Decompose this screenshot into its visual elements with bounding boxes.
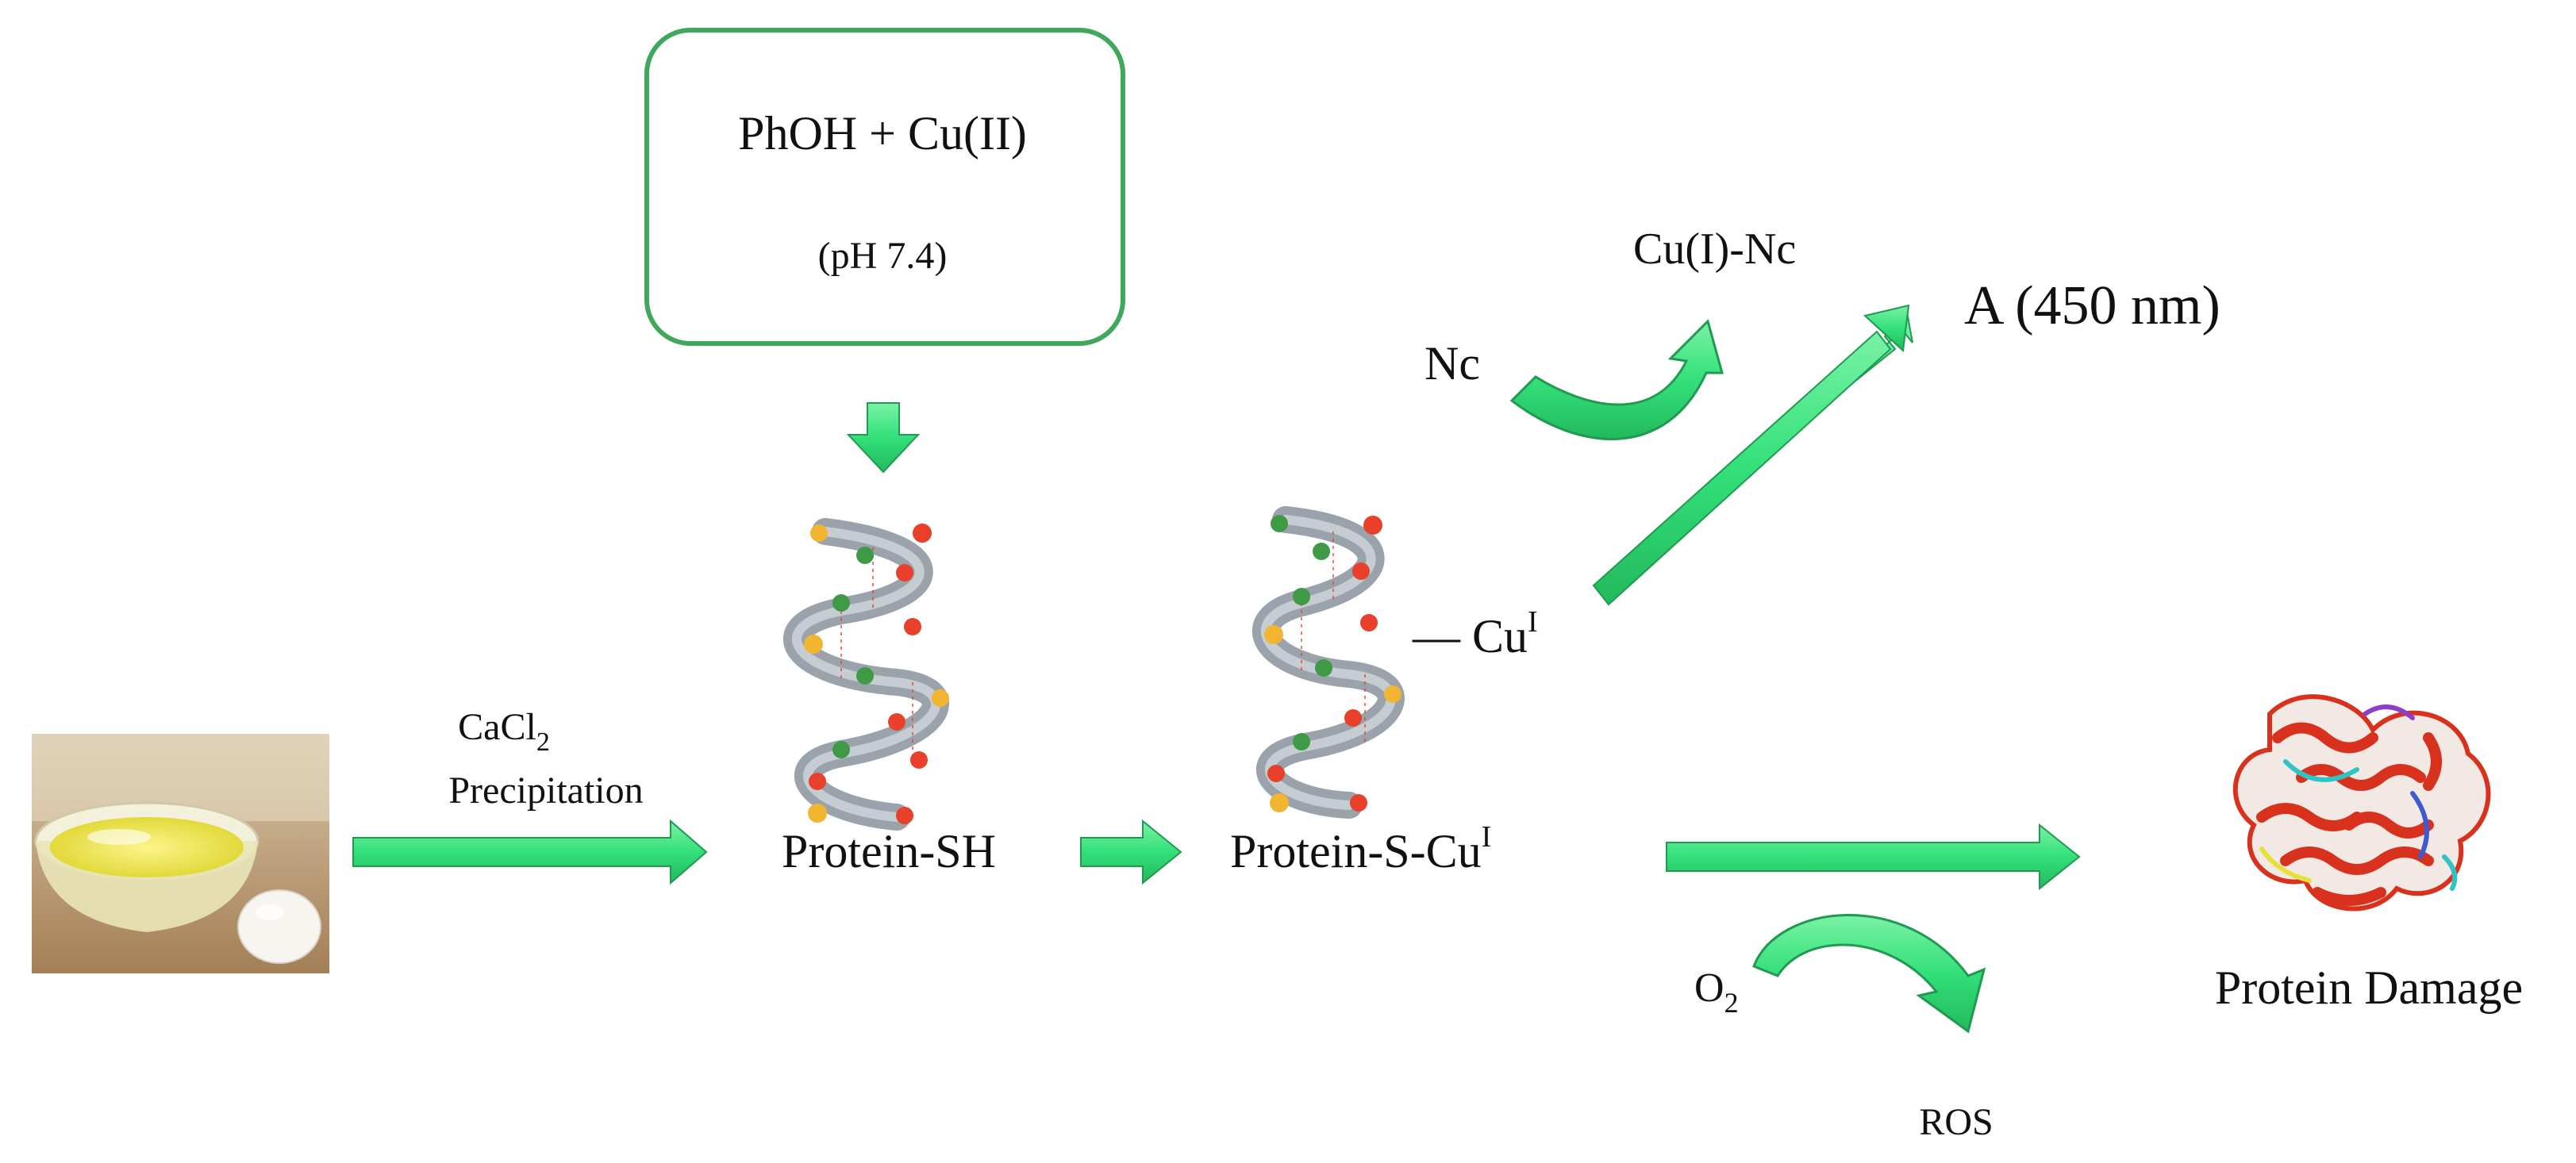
cu-nc-label: Cu(I)-Nc <box>1633 225 1796 274</box>
reagent-down-arrow <box>846 402 921 474</box>
binding-arrow <box>1080 819 1182 885</box>
reagent-box-line1: PhOH + Cu(II) <box>738 107 1027 159</box>
ros-curved-arrow <box>1752 914 1986 1034</box>
nc-label: Nc <box>1424 337 1480 390</box>
reagent-box-line2: (pH 7.4) <box>818 235 948 277</box>
precipitation-reagent-label: CaCl2 <box>458 706 550 757</box>
o2-label: O2 <box>1694 965 1739 1019</box>
reagent-box <box>644 28 1125 346</box>
oxidation-arrow <box>1666 823 2081 891</box>
absorbance-label: A (450 nm) <box>1964 275 2220 336</box>
ros-label: ROS <box>1919 1101 1993 1143</box>
protein-damage-label: Protein Damage <box>2215 961 2523 1014</box>
cu-bound-label: — CuI <box>1412 605 1538 662</box>
detection-arrow-head <box>1863 304 1910 353</box>
egg-white-bowl-icon <box>32 734 329 973</box>
protein-sh-label: Protein-SH <box>782 825 996 877</box>
nc-complex-curved-arrow <box>1509 319 1724 440</box>
protein-helix-icon <box>1252 506 1405 819</box>
detection-arrow-shaft <box>1592 330 1892 606</box>
precipitation-label: Precipitation <box>448 770 643 812</box>
precipitation-arrow <box>352 819 708 885</box>
protein-s-cu-label: Protein-S-CuI <box>1230 820 1491 877</box>
protein-helix-icon <box>783 518 949 831</box>
damaged-protein-ribbon-icon <box>2232 694 2491 912</box>
